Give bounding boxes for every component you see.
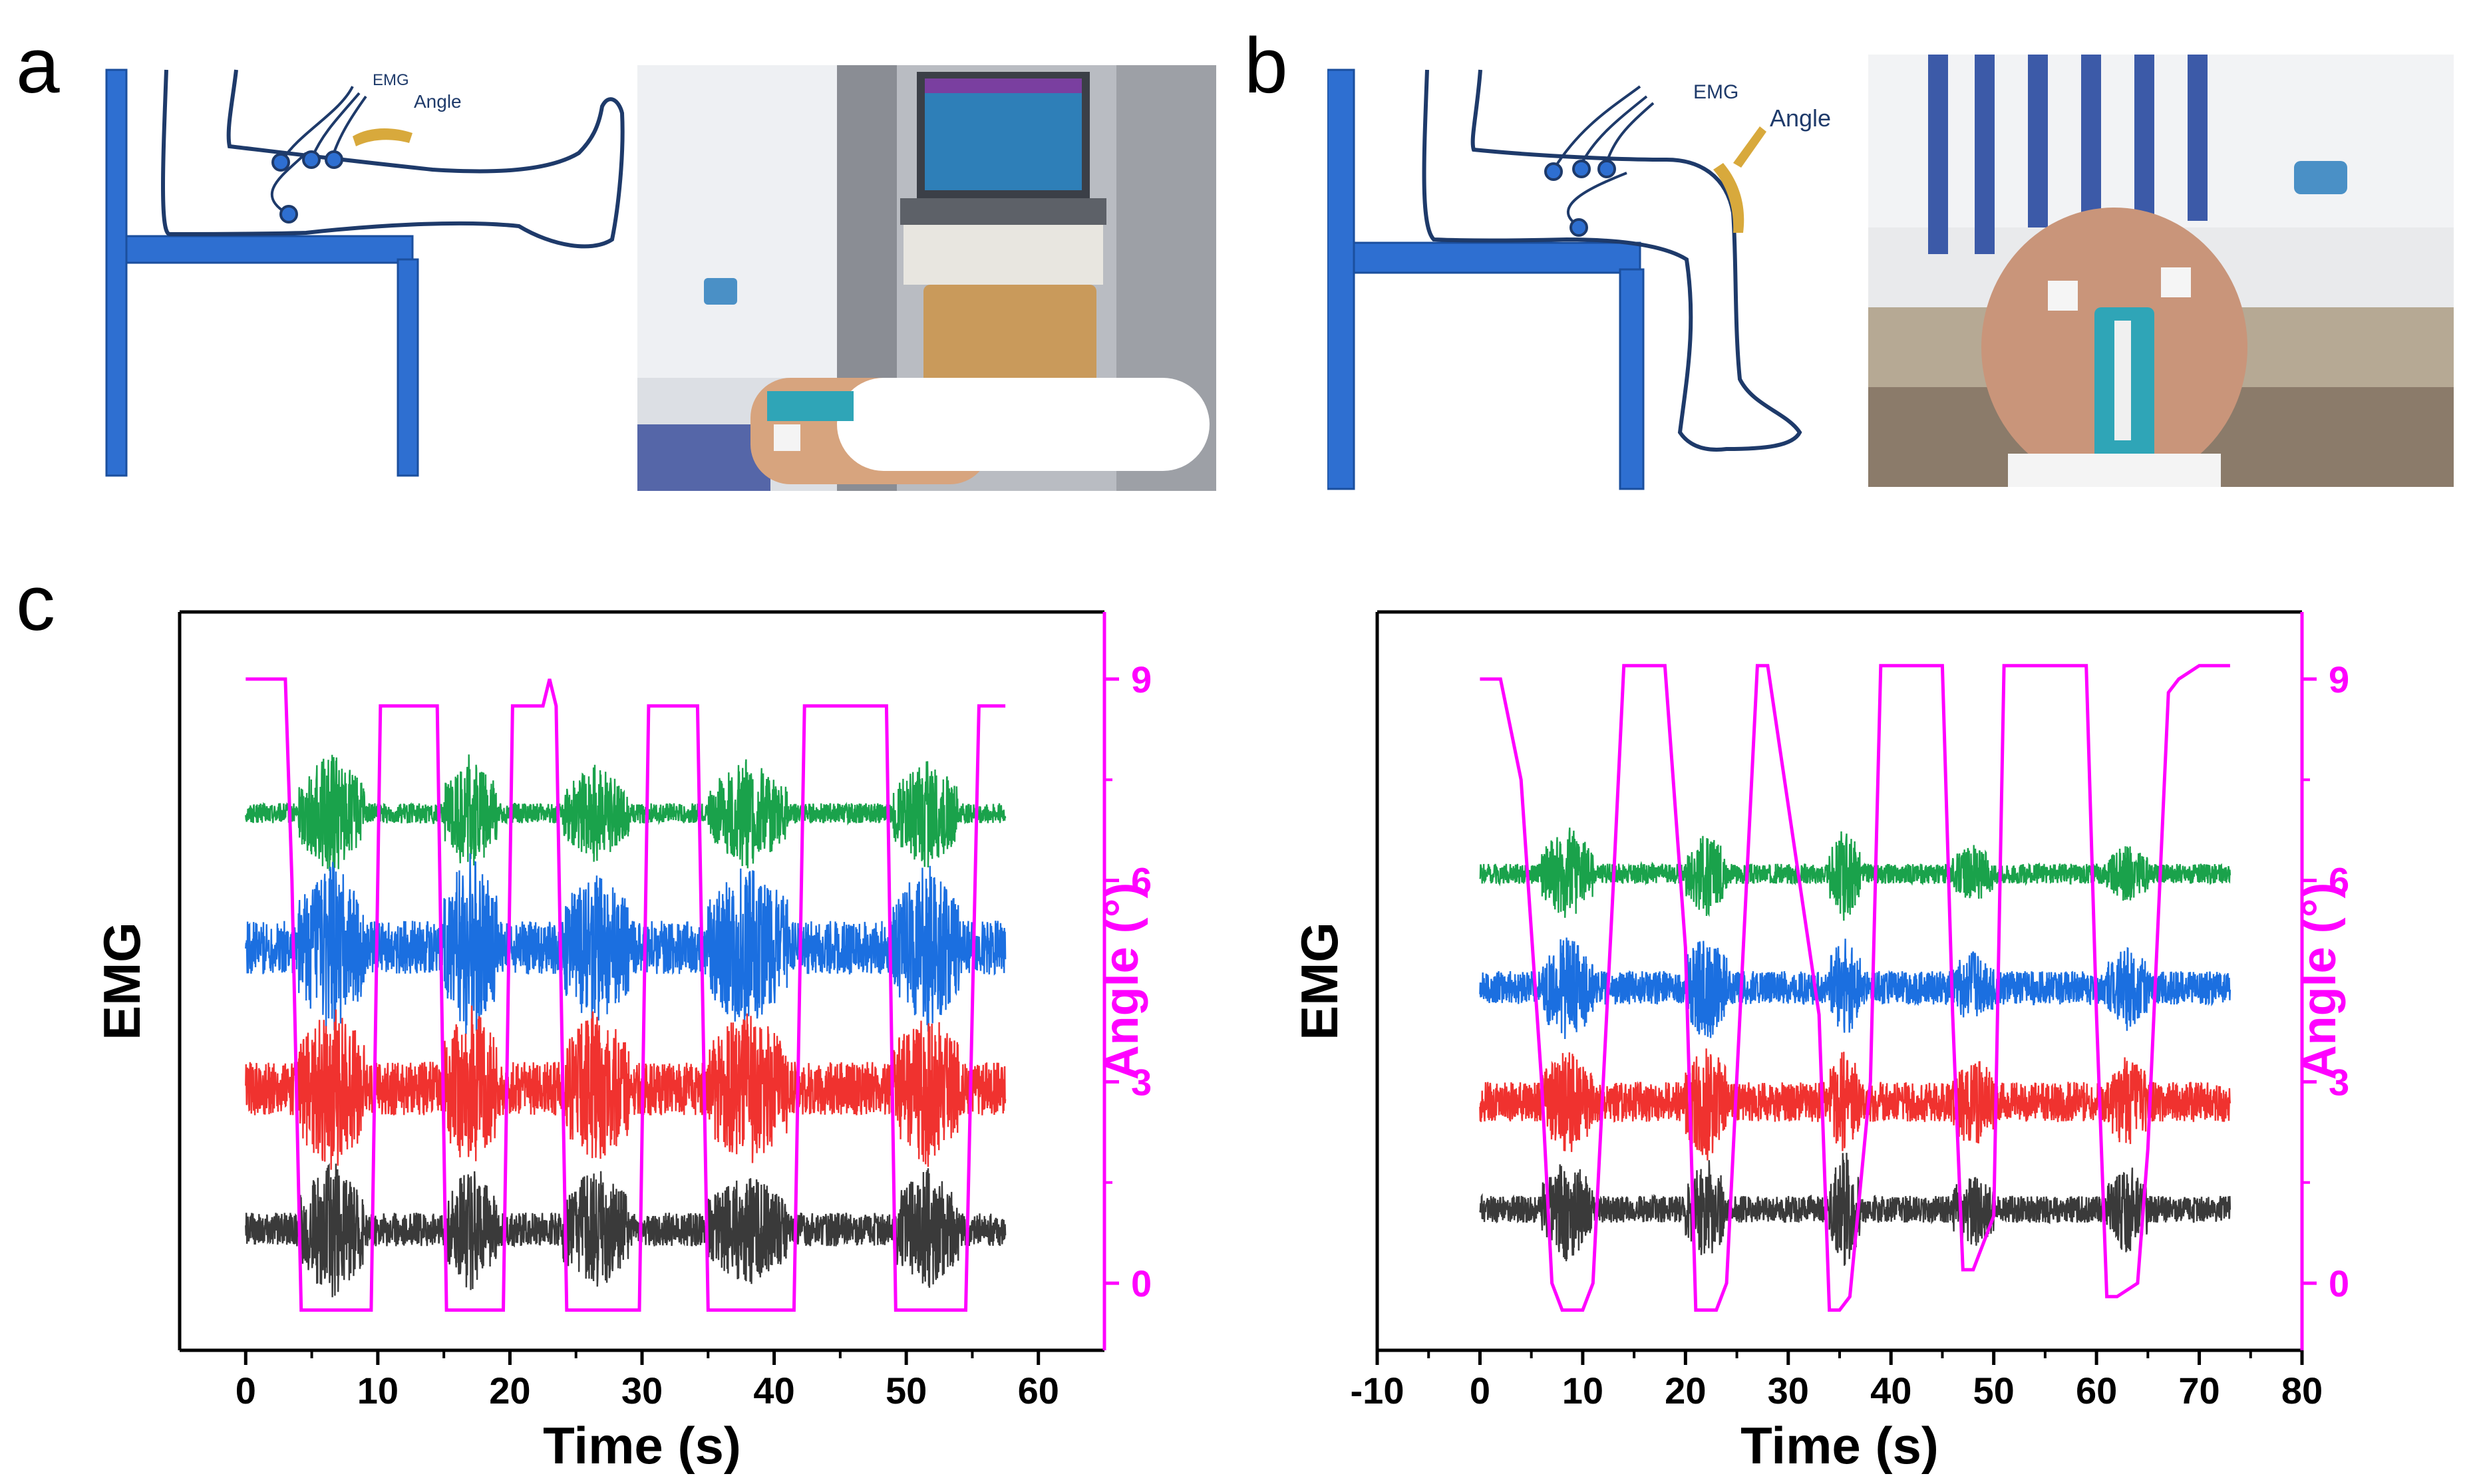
- x-tick-label: 0: [1470, 1370, 1490, 1411]
- x-tick-label: 80: [2281, 1370, 2323, 1411]
- x-tick-label: 70: [2178, 1370, 2220, 1411]
- x-axis-title: Time (s): [1740, 1416, 1939, 1475]
- angle-sensor-a: [353, 128, 412, 146]
- leg-outline-b: [1422, 69, 1802, 452]
- emg-trace-green: [245, 754, 1007, 875]
- emg-trace-blue: [1479, 937, 2231, 1040]
- y-right-tick-label: 60: [1131, 860, 1151, 902]
- chart-emg-angle-2: -10 0 10 20 30 40 50 60 70 80 0 30 60 90Time (s) EMG An…: [1290, 610, 2349, 1475]
- x-tick-label: 10: [357, 1370, 399, 1411]
- emg-trace-red: [1479, 1048, 2231, 1161]
- panel-label-a: a: [16, 22, 60, 110]
- angle-sensor-b: [1713, 126, 1766, 233]
- emg-electrodes-a: [270, 86, 367, 223]
- angle-series-line: [246, 677, 1006, 1312]
- photo-b: [1868, 55, 2454, 487]
- x-axis-title: Time (s): [543, 1416, 741, 1475]
- x-tick-label: 50: [886, 1370, 927, 1411]
- chart-emg-angle-1: 0 10 20 30 40 50 60 0 30 60 90Time (s) EMG Angle (°): [92, 610, 1151, 1475]
- x-tick-label: 20: [489, 1370, 530, 1411]
- emg-trace-black: [1479, 1153, 2231, 1266]
- x-tick-label: -10: [1351, 1370, 1404, 1411]
- x-tick-label: 40: [753, 1370, 794, 1411]
- schematic-b: EMG Angle: [1327, 69, 1831, 490]
- emg-trace-red: [245, 1005, 1007, 1170]
- angle-series-line: [1480, 664, 2230, 1312]
- y-right-axis-title: Angle (°): [2293, 883, 2346, 1080]
- schematic-a-label-angle: Angle: [414, 91, 462, 112]
- y-right-axis-title: Angle (°): [1095, 883, 1148, 1080]
- y-left-axis-title: EMG: [92, 922, 151, 1040]
- panel-label-c: c: [16, 559, 55, 647]
- chair-icon-b: [1327, 69, 1645, 490]
- y-right-tick-label: 30: [2329, 1061, 2349, 1103]
- schematic-b-label-angle: Angle: [1770, 104, 1831, 132]
- photo-a: [637, 65, 1216, 491]
- schematic-b-label-emg: EMG: [1693, 81, 1738, 103]
- y-right-tick-label: 90: [1131, 659, 1151, 700]
- photo-a-scene: [637, 65, 1216, 491]
- x-tick-label: 30: [621, 1370, 663, 1411]
- x-tick-label: 60: [2076, 1370, 2117, 1411]
- x-tick-label: 20: [1665, 1370, 1706, 1411]
- y-right-tick-label: 0: [1131, 1262, 1151, 1304]
- x-tick-label: 50: [1973, 1370, 2015, 1411]
- schematic-a-label-emg: EMG: [373, 71, 409, 89]
- x-tick-label: 0: [236, 1370, 256, 1411]
- y-right-tick-label: 30: [1131, 1061, 1151, 1103]
- schematic-a: EMG Angle: [105, 69, 625, 477]
- y-right-tick-label: 90: [2329, 659, 2349, 700]
- y-right-tick-label: 60: [2329, 860, 2349, 902]
- chair-icon-a: [105, 69, 419, 477]
- emg-trace-green: [1479, 827, 2231, 921]
- x-tick-label: 10: [1562, 1370, 1603, 1411]
- x-tick-label: 40: [1870, 1370, 1911, 1411]
- leg-outline-a: [161, 69, 625, 249]
- y-right-tick-label: 0: [2329, 1262, 2349, 1304]
- photo-b-scene: [1868, 55, 2454, 487]
- emg-trace-black: [245, 1163, 1007, 1298]
- emg-electrodes-b: [1544, 85, 1655, 237]
- x-tick-label: 30: [1768, 1370, 1809, 1411]
- x-tick-label: 60: [1018, 1370, 1059, 1411]
- y-left-axis-title: EMG: [1290, 922, 1349, 1040]
- panel-label-b: b: [1244, 22, 1288, 110]
- emg-trace-blue: [245, 853, 1007, 1034]
